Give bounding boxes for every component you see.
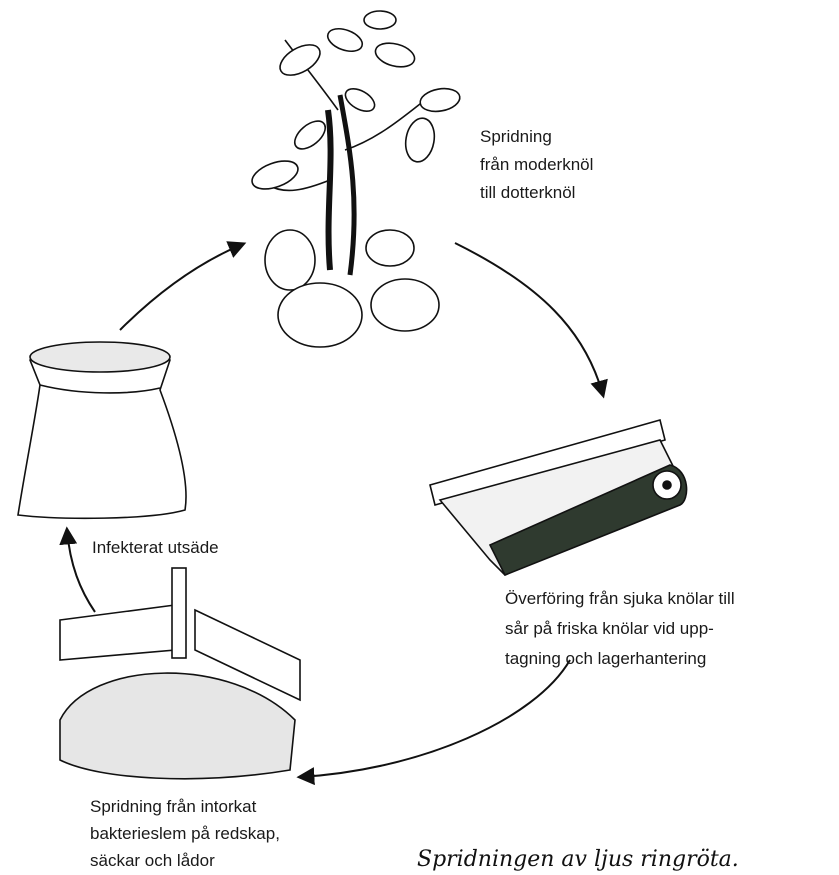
arrow-conveyor-to-storage (300, 660, 570, 777)
conveyor-label-line: sår på friska knölar vid upp- (505, 619, 714, 638)
arrow-plant-to-conveyor (455, 243, 603, 395)
plant-label: Spridning från moderknöl till dotterknöl (480, 127, 593, 202)
conveyor-label-line: tagning och lagerhantering (505, 649, 706, 668)
sack-label-line: Infekterat utsäde (92, 538, 219, 557)
sack-label: Infekterat utsäde (92, 538, 219, 557)
storage-bin-illustration (60, 568, 300, 779)
arrow-storage-to-sack (67, 530, 95, 612)
storage-label-line: Spridning från intorkat (90, 797, 257, 816)
plant-label-line: till dotterknöl (480, 183, 575, 202)
plant-label-line: från moderknöl (480, 155, 593, 174)
figure-caption: Spridningen av ljus ringröta. (417, 847, 739, 872)
storage-label-line: bakterieslem på redskap, (90, 824, 280, 843)
storage-label-line: säckar och lådor (90, 851, 215, 870)
arrow-sack-to-plant (120, 244, 243, 330)
sack-illustration (18, 342, 186, 518)
conveyor-label: Överföring från sjuka knölar till sår på… (505, 589, 735, 668)
storage-label: Spridning från intorkat bakterieslem på … (90, 797, 280, 870)
potato-plant-illustration (248, 11, 461, 347)
conveyor-illustration (430, 420, 687, 575)
conveyor-label-line: Överföring från sjuka knölar till (505, 589, 735, 608)
plant-label-line: Spridning (480, 127, 552, 146)
